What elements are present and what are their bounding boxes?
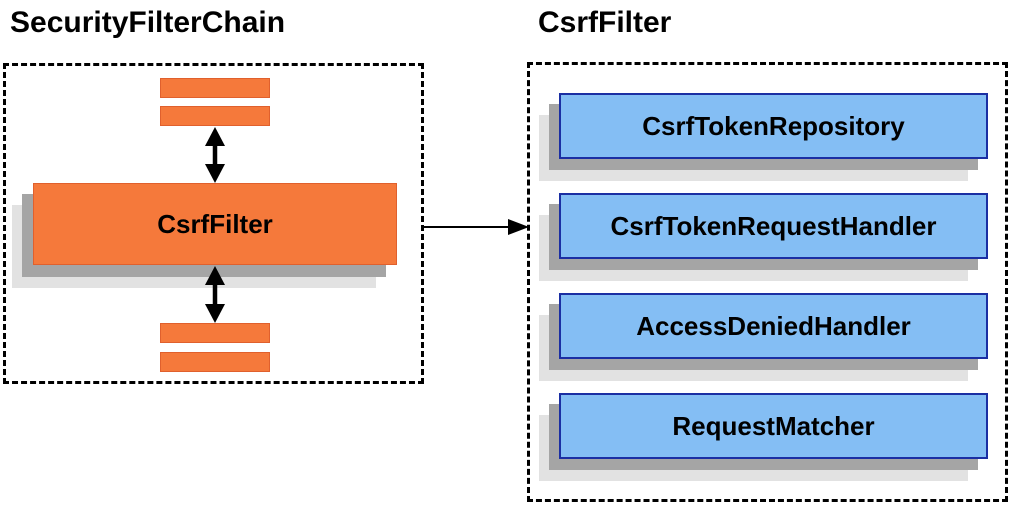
filter-stub-bar-bottom-1 xyxy=(160,323,270,343)
arrow-csrffilter-to-components xyxy=(423,219,529,235)
filter-stub-bar-top-2 xyxy=(160,106,270,126)
csrf-filter-components-box xyxy=(527,62,1008,502)
left-panel-title: SecurityFilterChain xyxy=(10,6,286,39)
component-label: RequestMatcher xyxy=(672,410,875,441)
component-label: CsrfTokenRequestHandler xyxy=(610,210,937,241)
component-label: CsrfTokenRepository xyxy=(642,110,905,141)
csrf-filter-node: CsrfFilter xyxy=(33,183,397,265)
component-box-csrf-token-request-handler: CsrfTokenRequestHandler xyxy=(559,193,988,259)
component-box-request-matcher: RequestMatcher xyxy=(559,393,988,459)
filter-stub-bar-top-1 xyxy=(160,78,270,98)
right-panel-title: CsrfFilter xyxy=(538,6,672,39)
component-box-csrf-token-repository: CsrfTokenRepository xyxy=(559,93,988,159)
filter-stub-bar-bottom-2 xyxy=(160,352,270,372)
csrf-filter-label: CsrfFilter xyxy=(157,208,273,239)
security-filter-chain-box xyxy=(3,63,424,384)
component-box-access-denied-handler: AccessDeniedHandler xyxy=(559,293,988,359)
component-label: AccessDeniedHandler xyxy=(636,310,911,341)
